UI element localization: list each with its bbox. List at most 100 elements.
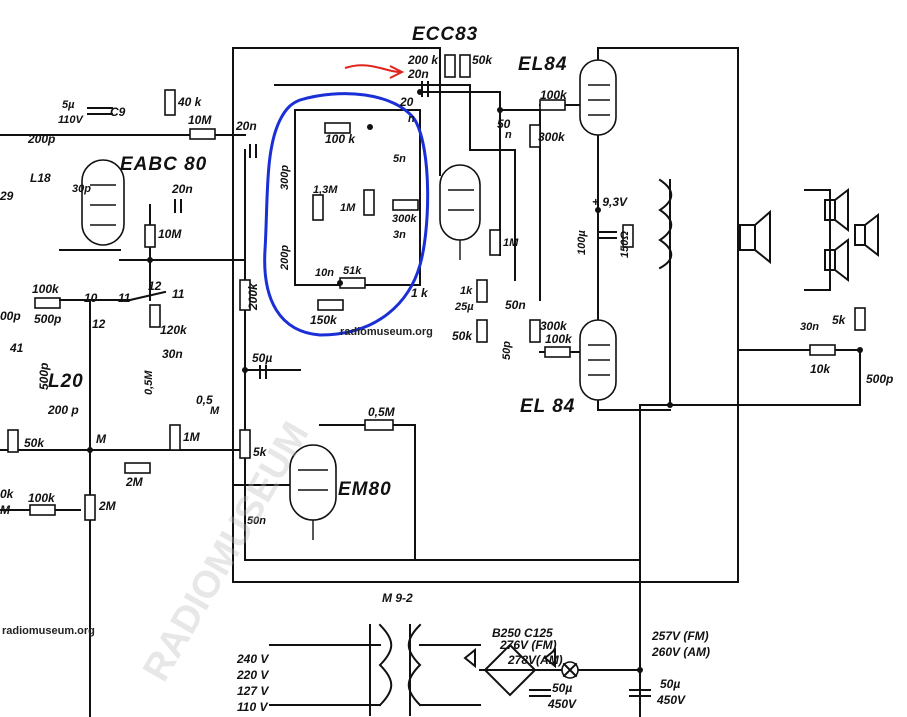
label-transformer: M 9-2 xyxy=(382,591,413,605)
label-c50p: 50p xyxy=(501,341,513,360)
label-r1k-a: 1 k xyxy=(411,286,429,300)
label-sw-11a: 11 xyxy=(118,291,131,305)
annotation-loop xyxy=(263,92,430,337)
label-c50u-b-volt: 450V xyxy=(656,693,686,707)
label-c200p-net: 200p xyxy=(279,245,291,271)
label-n-mark: n xyxy=(408,113,415,125)
label-r200k-left: 200k xyxy=(246,282,260,311)
label-c30n-out: 30n xyxy=(800,321,819,333)
label-sw-11b: 11 xyxy=(172,287,185,301)
junction-dots xyxy=(87,89,863,673)
label-tap-1: 220 V xyxy=(236,668,269,682)
label-r100k-el-top: 100k xyxy=(540,88,568,102)
label-l20: L20 xyxy=(48,371,84,392)
label-c9: C9 xyxy=(110,105,126,119)
label-c20n-top: 20n xyxy=(407,67,429,81)
label-c9-volt: 110V xyxy=(58,114,85,126)
label-c50u-b: 50µ xyxy=(660,677,680,691)
tube-eabc80: EABC 80 xyxy=(81,154,207,246)
label-c30p: 30p xyxy=(72,183,91,195)
label-r2m-b: 2M xyxy=(98,499,117,513)
label-c50n-em: 50n xyxy=(247,515,266,527)
label-c20-mid: 20 xyxy=(399,95,414,109)
label-c10n: 10n xyxy=(315,267,334,279)
label-c20n-in: 20n xyxy=(235,119,257,133)
label-c25u: 25µ xyxy=(454,301,474,313)
label-r1k-b: 1k xyxy=(460,285,473,297)
wiring xyxy=(0,47,861,717)
label-c200p-left: 200p xyxy=(27,132,55,146)
label-r200k-top: 200 k xyxy=(407,53,439,67)
label-c200p-if: 200 p xyxy=(47,403,79,417)
watermark-corner: radiomuseum.org xyxy=(2,625,95,637)
power-labels: M 9-2 B250 C125 276V (FM) 278V(AM) 257V … xyxy=(236,591,710,714)
label-c50u-mid: 50µ xyxy=(252,351,272,365)
label-c50-grid: 50 xyxy=(497,117,511,131)
label-sw-12b: 12 xyxy=(92,317,106,331)
label-r300k-el-bot: 300k xyxy=(540,319,568,333)
label-r1k-frag: 0k xyxy=(0,487,15,501)
label-r10k-out: 10k xyxy=(810,362,831,376)
label-r51k: 51k xyxy=(343,265,362,277)
label-r50k-cath: 50k xyxy=(452,329,473,343)
label-r5k-out: 5k xyxy=(832,313,847,327)
watermark-diagonal: RADIOMUSEUM xyxy=(135,415,317,688)
label-r05m-det: 0,5M xyxy=(143,370,155,395)
tube-el84-bottom: EL 84 xyxy=(520,319,617,417)
tube-el84-top-label: EL84 xyxy=(518,54,567,75)
component-labels: C9 5µ 110V 40 k 10M 200p L18 30p 29 20n … xyxy=(0,53,893,527)
label-r120k: 120k xyxy=(160,323,188,337)
label-c20n-tube: 20n xyxy=(171,182,193,196)
tube-ecc83: ECC83 xyxy=(412,24,481,260)
tube-el84-top: EL84 xyxy=(518,54,617,136)
tube-em80: EM80 xyxy=(289,444,392,540)
label-c3n: 3n xyxy=(393,229,406,241)
tube-em80-label: EM80 xyxy=(338,479,392,500)
label-l41: 41 xyxy=(9,341,24,355)
label-v-am-sec: 278V(AM) xyxy=(507,653,563,667)
label-r150k: 150k xyxy=(310,313,338,327)
label-r100k-net: 100 k xyxy=(325,132,356,146)
label-r40k: 40 k xyxy=(177,95,203,109)
tube-eabc80-label: EABC 80 xyxy=(120,154,207,175)
label-tap-2: 127 V xyxy=(237,684,269,698)
label-r300k-net: 300k xyxy=(392,213,417,225)
label-r150ohm: 150Ω xyxy=(619,231,631,258)
label-c50u-a-volt: 450V xyxy=(547,697,577,711)
label-r2m-a: 2M xyxy=(125,475,144,489)
label-c100u: 100µ xyxy=(576,230,588,255)
label-c300p: 300p xyxy=(279,165,291,190)
label-r13m: 1,3M xyxy=(313,184,338,196)
label-rectifier: B250 C125 xyxy=(492,626,553,640)
label-l29: 29 xyxy=(0,189,14,203)
label-r50k-if: 50k xyxy=(24,436,45,450)
tube-ecc83-label: ECC83 xyxy=(412,24,478,45)
label-r05-pot: 0,5 xyxy=(196,393,213,407)
label-sw-12a: 12 xyxy=(148,279,162,293)
label-r100k-det: 100k xyxy=(32,282,60,296)
label-sw-10: 10 xyxy=(84,291,98,305)
label-r100k-bot: 100k xyxy=(28,491,56,505)
label-r100k-el-bot: 100k xyxy=(545,332,573,346)
label-v-am: 260V (AM) xyxy=(651,645,710,659)
label-r2m-frag: M xyxy=(0,503,11,517)
label-r1m-vol: 1M xyxy=(503,237,519,249)
label-c50u-a: 50µ xyxy=(552,681,572,695)
annotation-arrow xyxy=(344,64,405,79)
label-l18: L18 xyxy=(30,171,51,185)
label-jack-m: M xyxy=(96,432,107,446)
label-c50n-el-bot: 50n xyxy=(505,298,526,312)
label-r50k-top: 50k xyxy=(472,53,493,67)
label-c500p-if: 500p xyxy=(37,363,51,390)
label-r1m-net: 1M xyxy=(340,202,356,214)
label-r10m-mid: 10M xyxy=(158,227,182,241)
components xyxy=(7,54,879,716)
label-tap-3: 110 V xyxy=(237,700,268,714)
label-r5k-em: 5k xyxy=(253,445,268,459)
label-v-fm: 257V (FM) xyxy=(651,629,709,643)
watermark-center: radiomuseum.org xyxy=(340,326,433,338)
label-v-bias: + 9,3V xyxy=(592,195,628,209)
label-r1m-det: 1M xyxy=(183,430,201,444)
label-n-mark2: n xyxy=(505,129,512,141)
